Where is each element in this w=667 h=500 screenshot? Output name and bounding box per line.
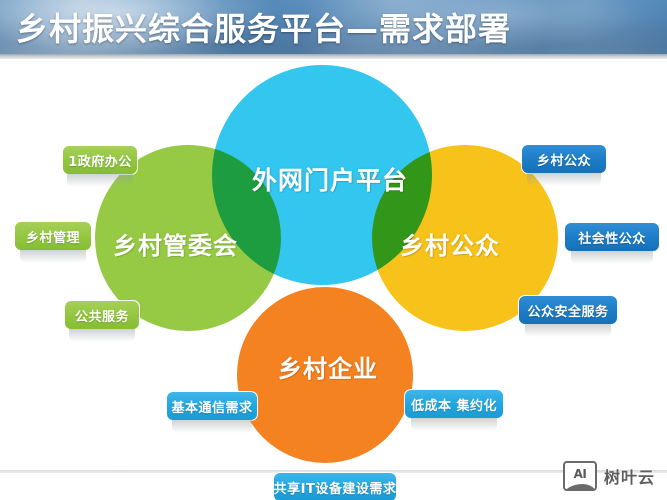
ai-image-icon: AI [562,461,597,491]
tag-rural-mgmt[interactable]: 乡村管理 [14,221,92,263]
circle-label-enterprise: 乡村企业 [278,355,378,383]
tag-rural-mass[interactable]: 乡村公众 [521,144,607,186]
tag-shadow [527,173,601,186]
tag-label: 基本通信需求 [171,400,253,416]
watermark: AI 树叶云 [562,461,655,491]
tag-label: 乡村公众 [536,153,591,169]
tag-label: 乡村管理 [25,230,80,246]
tag-social-mass[interactable]: 社会性公众 [564,222,660,264]
tag-shadow [172,420,252,433]
tag-gov-office[interactable]: 1政府办公 [62,145,138,187]
tag-basic-comm[interactable]: 基本通信需求 [166,391,258,433]
tag-shadow [67,174,133,187]
tag-public-svc[interactable]: 公共服务 [64,300,140,342]
tag-public-safety[interactable]: 公众安全服务 [518,295,618,337]
tag-label: 共享IT设备建设需求 [273,481,397,497]
slide-header: 乡村振兴综合服务平台—需求部署 [0,0,667,58]
watermark-label: 树叶云 [603,468,655,487]
circle-label-committee: 乡村管委会 [113,232,238,260]
circle-label-portal: 外网门户平台 [252,166,409,195]
circle-label-public: 乡村公众 [400,232,500,260]
page-title: 乡村振兴综合服务平台—需求部署 [16,10,512,48]
tag-shadow [19,250,87,263]
venn-diagram [0,58,667,470]
circle-enterprise[interactable] [237,287,413,463]
tag-label: 社会性公众 [578,231,646,247]
footer-divider [0,470,667,473]
tag-shadow [69,329,135,342]
tag-low-cost[interactable]: 低成本 集约化 [404,389,504,431]
tag-label: 低成本 集约化 [410,398,498,414]
tag-shadow [524,324,612,337]
tag-label: 1政府办公 [68,154,132,170]
header-divider [0,54,667,59]
tag-label: 公众安全服务 [527,304,609,320]
ai-icon-text: AI [573,467,587,481]
tag-shadow [410,418,498,431]
tag-shadow [570,251,654,264]
tag-label: 公共服务 [74,309,129,325]
mountain-shape [564,484,595,489]
tag-shared-it[interactable]: 共享IT设备建设需求 [273,472,397,500]
